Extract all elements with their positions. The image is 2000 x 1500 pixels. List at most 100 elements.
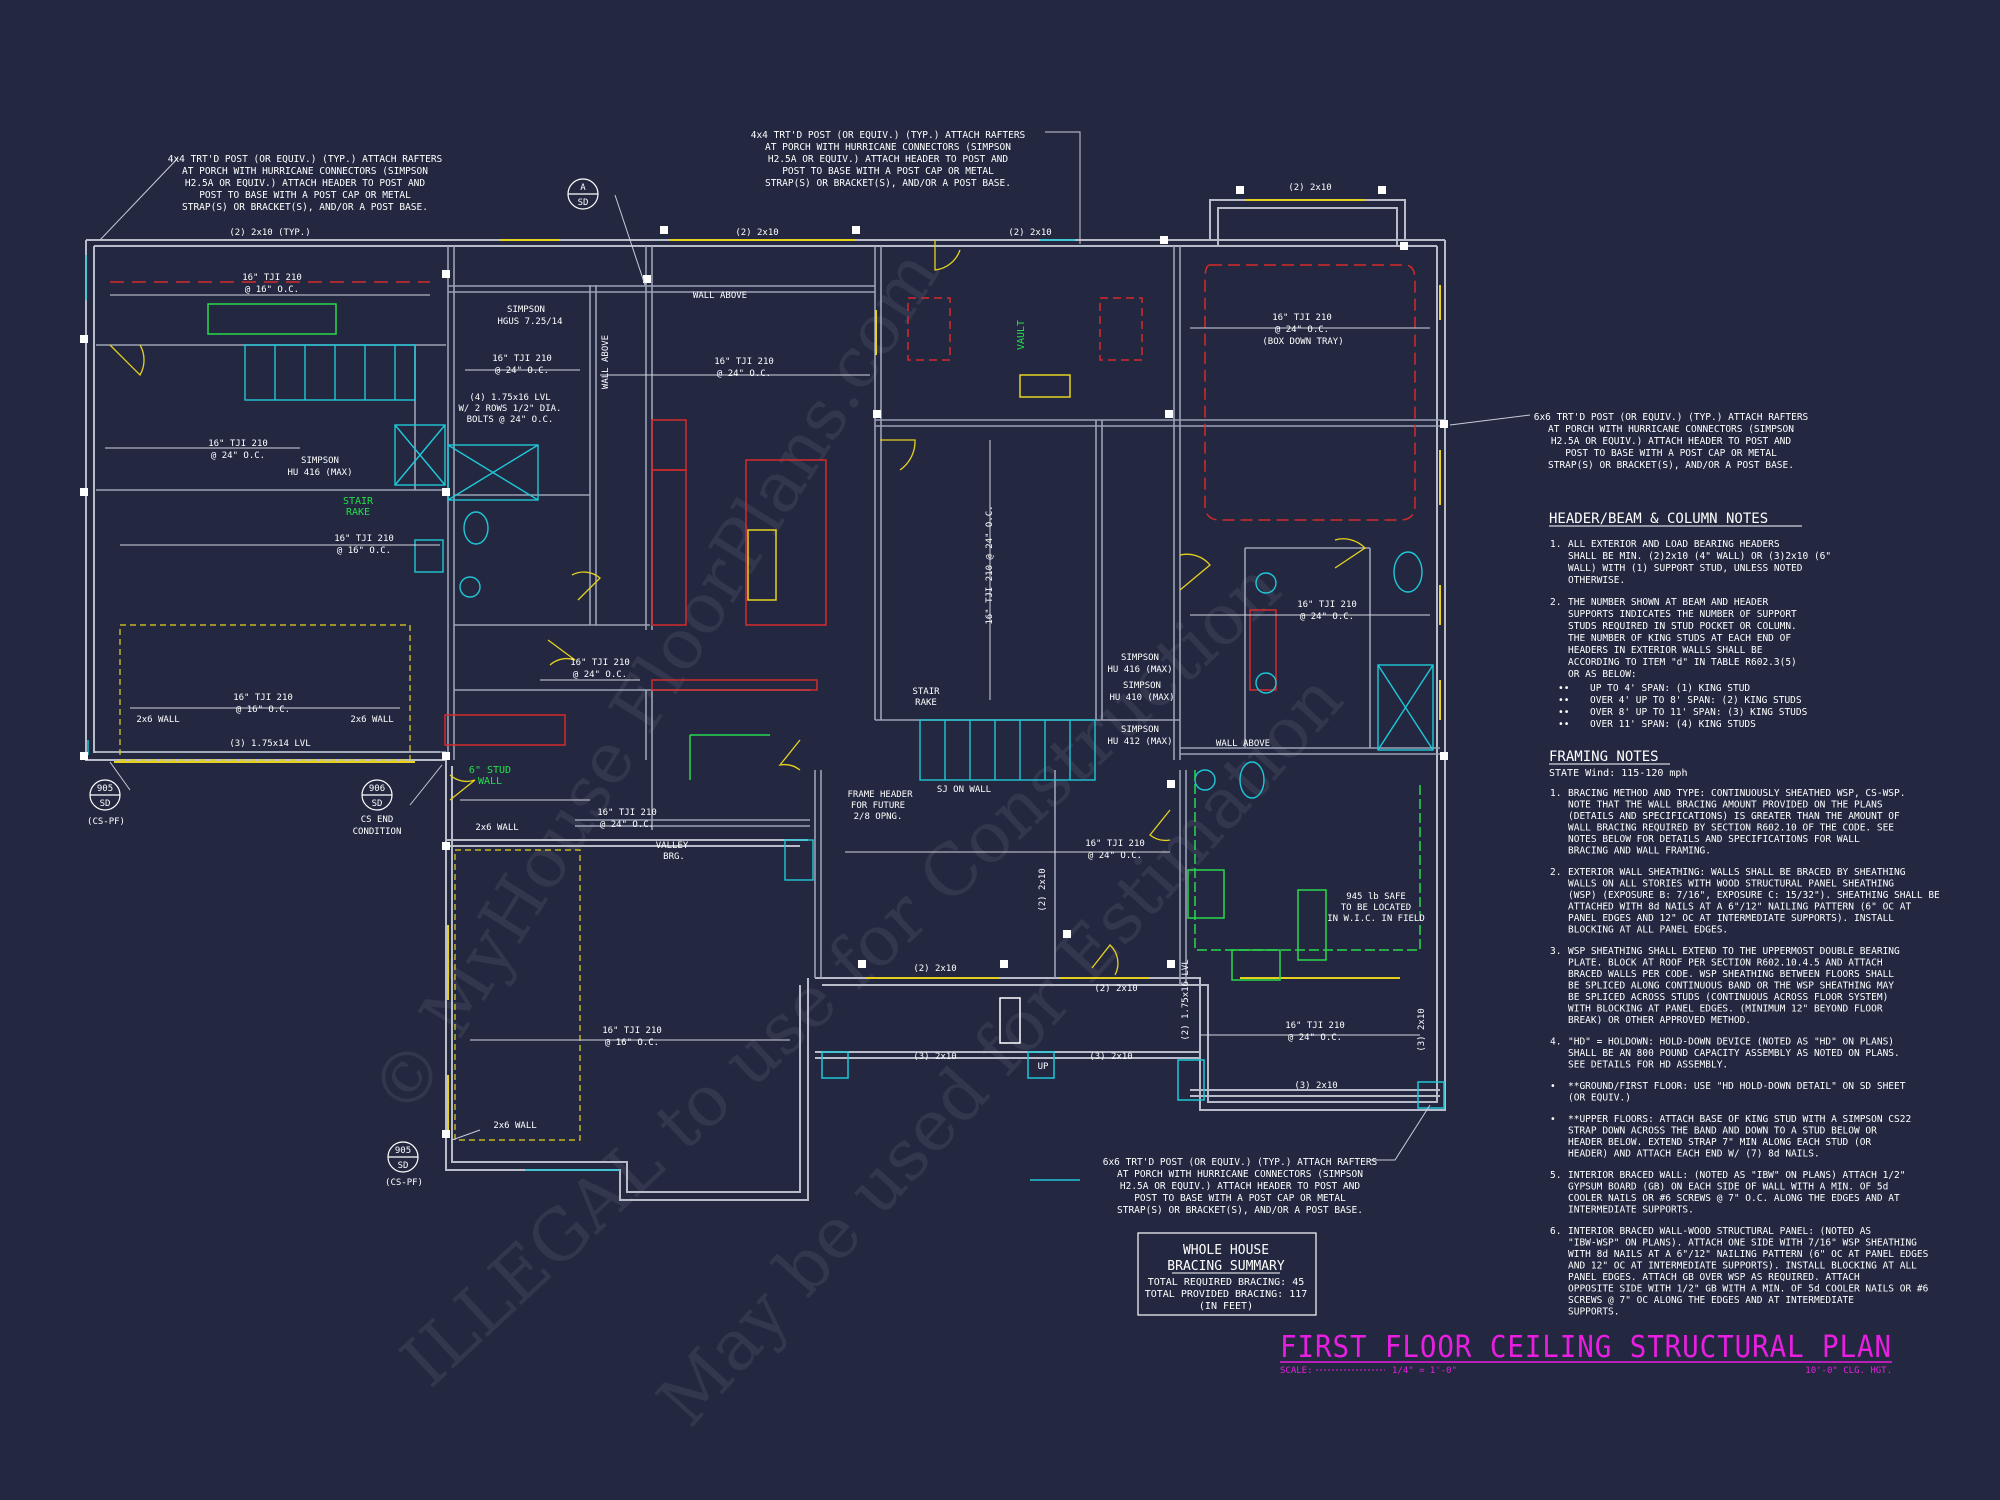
tag-sd-2: SD (100, 799, 111, 809)
label-lvl-4b: W/ 2 ROWS 1/2" DIA. (459, 404, 562, 414)
framing-note-7-line-1: INTERIOR BRACED WALL: (NOTED AS "IBW" ON… (1568, 1170, 1905, 1181)
callout-top-left: 4x4 TRT'D POST (OR EQUIV.) (TYP.) ATTACH… (168, 154, 443, 213)
header-note-1-num: 1. (1550, 539, 1561, 550)
framing-note-6-num: • (1550, 1114, 1556, 1125)
bullet-2: •• (1558, 695, 1569, 706)
label-stair-1: STAIR (912, 687, 940, 697)
framing-note-3-line-4: BE SPLICED ALONG CONTINUOUS BAND OR THE … (1568, 981, 1894, 992)
label-wall-above-2: WALL ABOVE (1216, 739, 1270, 749)
framing-note-2-line-4: ATTACHED WITH 8d NAILS AT A 6"/12" NAILI… (1568, 902, 1911, 913)
framing-note-8-line-2: "IBW-WSP" ON PLANS). ATTACH ONE SIDE WIT… (1568, 1238, 1917, 1249)
callout-top-left-line-4: POST TO BASE WITH A POST CAP OR METAL (199, 190, 411, 201)
framing-notes-heading: FRAMING NOTES (1549, 749, 1659, 765)
callout-right-line-5: STRAP(S) OR BRACKET(S), AND/OR A POST BA… (1548, 460, 1794, 471)
framing-note-8-line-6: OPPOSITE SIDE WITH 1/2" GB WITH A MIN. O… (1568, 1284, 1929, 1295)
framing-note-3-num: 3. (1550, 946, 1561, 957)
label-safe-2: TO BE LOCATED (1341, 903, 1411, 913)
label-lvl-4c: BOLTS @ 24" O.C. (467, 415, 554, 425)
framing-note-8-line-1: INTERIOR BRACED WALL-WOOD STRUCTURAL PAN… (1568, 1226, 1871, 1237)
header-note-2-line-6: ACCORDING TO ITEM "d" IN TABLE R602.3(5) (1568, 657, 1797, 668)
framing-note-1-line-2: NOTE THAT THE WALL BRACING AMOUNT PROVID… (1568, 800, 1883, 811)
label-oc-2: @ 24" O.C. (495, 366, 549, 376)
label-vault: VAULT (1016, 320, 1027, 350)
bracing-summary: WHOLE HOUSE BRACING SUMMARY TOTAL REQUIR… (1137, 1232, 1317, 1316)
label-tji-10: 16" TJI 210 (1297, 600, 1357, 610)
framing-note-7-line-4: INTERMEDIATE SUPPORTS. (1568, 1205, 1694, 1216)
header-note-1-line-1: ALL EXTERIOR AND LOAD BEARING HEADERS (1568, 539, 1780, 550)
label-header-1: (2) 2x10 (735, 228, 778, 238)
header-note-2-line-2: SUPPORTS INDICATES THE NUMBER OF SUPPORT (1568, 609, 1797, 620)
framing-note-8-line-8: SUPPORTS. (1568, 1307, 1619, 1318)
label-tji-8: 16" TJI 210 (597, 808, 657, 818)
label-safe-1: 945 lb SAFE (1346, 892, 1406, 902)
scale-label: SCALE: (1280, 1366, 1313, 1376)
bullet-4: •• (1558, 719, 1569, 730)
label-for-future: FOR FUTURE (851, 801, 905, 811)
framing-note-1-line-1: BRACING METHOD AND TYPE: CONTINUOUSLY SH… (1568, 788, 1905, 799)
bullet-3: •• (1558, 707, 1569, 718)
label-tji-11: 16" TJI 210 (1085, 839, 1145, 849)
tag-905-2: 905 (395, 1146, 411, 1156)
king-stud-rule-1: UP TO 4' SPAN: (1) KING STUD (1590, 683, 1750, 694)
callout-bottom-line-2: AT PORCH WITH HURRICANE CONNECTORS (SIMP… (1117, 1169, 1363, 1180)
callout-top-center-line-2: AT PORCH WITH HURRICANE CONNECTORS (SIMP… (765, 142, 1011, 153)
label-oc-5: @ 16" O.C. (337, 546, 391, 556)
bracing-required: TOTAL REQUIRED BRACING: 45 (1148, 1277, 1305, 1288)
framing-note-8-line-4: AND 12" OC AT INTERMEDIATE SUPPORTS). IN… (1568, 1261, 1917, 1272)
framing-notes-wind: STATE Wind: 115-120 mph (1549, 768, 1687, 779)
header-notes-heading: HEADER/BEAM & COLUMN NOTES (1549, 511, 1768, 527)
scale-value: 1/4" = 1'-0" (1392, 1366, 1457, 1376)
label-oc-12: @ 24" O.C. (1288, 1033, 1342, 1043)
callout-right-line-2: AT PORCH WITH HURRICANE CONNECTORS (SIMP… (1548, 424, 1794, 435)
label-wall-above-v: WALL ABOVE (601, 335, 611, 389)
king-stud-rule-4: OVER 11' SPAN: (4) KING STUDS (1590, 719, 1756, 730)
tag-sd: SD (578, 198, 589, 208)
bracing-provided: TOTAL PROVIDED BRACING: 117 (1145, 1289, 1308, 1300)
framing-note-2-line-6: BLOCKING AT ALL PANEL EDGES. (1568, 925, 1728, 936)
label-hu416-1: HU 416 (MAX) (287, 468, 352, 478)
header-note-2-line-1: THE NUMBER SHOWN AT BEAM AND HEADER (1568, 597, 1768, 608)
label-tji-v: 16" TJI 210 @ 24" O.C. (985, 505, 995, 624)
framing-note-1-line-4: WALL BRACING REQUIRED BY SECTION R602.10… (1568, 823, 1894, 834)
label-tji-9: 16" TJI 210 (1272, 313, 1332, 323)
ceiling-height: 10'-0" CLG. HGT. (1805, 1366, 1892, 1376)
label-sj-on-wall: SJ ON WALL (937, 785, 991, 795)
label-brg: BRG. (663, 852, 685, 862)
tag-cs-pf-2: (CS-PF) (385, 1178, 423, 1188)
label-simpson-4: SIMPSON (1123, 681, 1161, 691)
label-header-3: (2) 2x10 (1288, 183, 1331, 193)
framing-note-1-line-6: BRACING AND WALL FRAMING. (1568, 846, 1711, 857)
callout-right-line-1: 6x6 TRT'D POST (OR EQUIV.) (TYP.) ATTACH… (1534, 412, 1809, 423)
framing-note-8-line-5: PANEL EDGES. ATTACH GB OVER WSP AS REQUI… (1568, 1272, 1860, 1283)
label-valley: VALLEY (656, 841, 689, 851)
label-header-4: (2) 2x10 (913, 964, 956, 974)
framing-note-3-line-1: WSP SHEATHING SHALL EXTEND TO THE UPPERM… (1568, 946, 1900, 957)
label-tji-12: 16" TJI 210 (1285, 1021, 1345, 1031)
label-header-8: (3) 2x10 (1294, 1081, 1337, 1091)
king-stud-rule-2: OVER 4' UP TO 8' SPAN: (2) KING STUDS (1590, 695, 1802, 706)
header-note-2-line-3: STUDS REQUIRED IN STUD POCKET OR COLUMN. (1568, 621, 1797, 632)
bracing-unit: (IN FEET) (1199, 1301, 1253, 1312)
callout-bottom-line-5: STRAP(S) OR BRACKET(S), AND/OR A POST BA… (1117, 1205, 1363, 1216)
label-opng: 2/8 OPNG. (854, 812, 903, 822)
closet-green (207, 303, 1421, 981)
label-hgus: HGUS 7.25/14 (497, 317, 562, 327)
label-simpson-3: SIMPSON (1121, 653, 1159, 663)
label-wall-above-1: WALL ABOVE (693, 291, 747, 301)
label-frame-header: FRAME HEADER (847, 790, 913, 800)
header-note-2-line-5: HEADERS IN EXTERIOR WALLS SHALL BE (1568, 645, 1763, 656)
label-hu416-2: HU 416 (MAX) (1107, 665, 1172, 675)
title-block: FIRST FLOOR CEILING STRUCTURAL PLAN SCAL… (1280, 1330, 1892, 1376)
callout-top-center: 4x4 TRT'D POST (OR EQUIV.) (TYP.) ATTACH… (751, 130, 1026, 189)
label-tji-6: 16" TJI 210 (233, 693, 293, 703)
label-hu410: HU 410 (MAX) (1109, 693, 1174, 703)
framing-note-6-line-3: HEADER BELOW. EXTEND STRAP 7" MIN ALONG … (1568, 1137, 1871, 1148)
label-tji-5: 16" TJI 210 (334, 534, 394, 544)
framing-note-2-line-2: WALLS ON ALL STORIES WITH WOOD STRUCTURA… (1568, 879, 1894, 890)
label-header-typ: (2) 2x10 (TYP.) (229, 228, 310, 238)
label-header-v2: (3) 2x10 (1417, 1008, 1427, 1051)
framing-note-3-line-3: BRACED WALLS PER CODE. WSP SHEATHING BET… (1568, 969, 1894, 980)
label-tji-7: 16" TJI 210 (570, 658, 630, 668)
tag-906: 906 (369, 784, 385, 794)
